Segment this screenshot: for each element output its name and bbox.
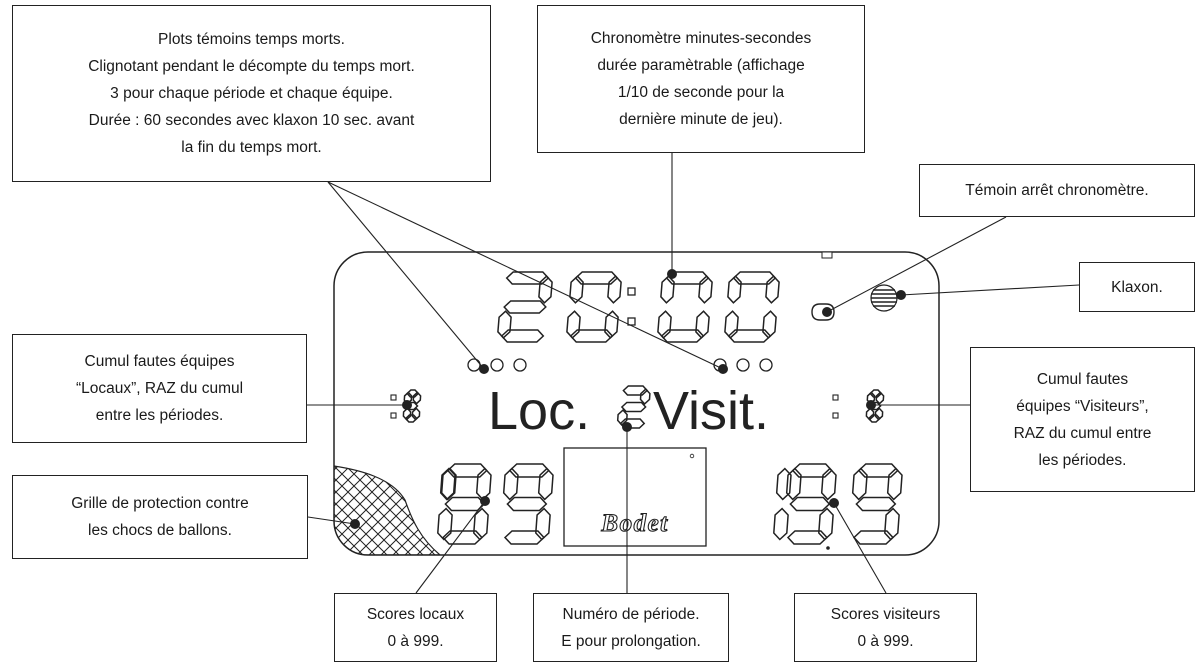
chrono-digit (566, 271, 622, 343)
callout-line: Plots témoins temps morts. (158, 31, 345, 48)
callout-line: Grille de protection contre (71, 495, 249, 512)
callout-line: Clignotant pendant le décompte du temps … (88, 58, 415, 75)
callout-line: durée paramètrable (affichage (597, 57, 805, 74)
callout-line: Cumul fautes (1036, 370, 1129, 388)
callout-line: Scores visiteurs (830, 605, 941, 623)
callout-stop: Témoin arrêt chronomètre. (919, 164, 1195, 217)
callout-line: Scores locaux (366, 605, 465, 623)
callout-timeouts: Plots témoins temps morts. Clignotant pe… (12, 5, 491, 182)
callout-line: entre les périodes. (95, 407, 224, 424)
callout-line: les périodes. (1038, 451, 1127, 469)
chrono-colon-dot (627, 287, 636, 296)
callout-line: “Locaux”, RAZ du cumul (75, 380, 244, 397)
away-score-digit (851, 463, 903, 545)
chrono-stop-indicator (811, 303, 835, 321)
callout-line: équipes “Visiteurs”, (1016, 397, 1149, 415)
logo-panel (563, 447, 707, 547)
horn-icon (870, 284, 898, 312)
callout-period: Numéro de période. E pour prolongation. (533, 593, 729, 662)
callout-score-away: Scores visiteurs 0 à 999. (794, 593, 977, 662)
callout-line: 0 à 999. (857, 632, 914, 650)
callout-line: 0 à 999. (387, 632, 444, 650)
callout-chrono: Chronomètre minutes-secondes durée param… (537, 5, 865, 153)
fouls-colon-dot (390, 412, 397, 419)
protection-grille (334, 465, 442, 555)
chrono-colon-dot (627, 317, 636, 326)
callout-grille: Grille de protection contre les chocs de… (12, 475, 308, 559)
top-mark (821, 251, 833, 259)
bodet-logo: Bodet (600, 510, 668, 537)
callout-line: Durée : 60 secondes avec klaxon 10 sec. … (88, 112, 415, 129)
callout-line: 3 pour chaque période et chaque équipe. (110, 85, 393, 102)
fouls-home-digit (402, 389, 422, 423)
callout-line: Cumul fautes équipes (84, 353, 235, 370)
chrono-digit (497, 271, 553, 343)
callout-horn: Klaxon. (1079, 262, 1195, 312)
callout-line: les chocs de ballons. (88, 522, 232, 539)
callout-line: Klaxon. (1111, 278, 1163, 296)
chrono-digit (724, 271, 780, 343)
callout-line: RAZ du cumul entre (1013, 424, 1152, 442)
callout-line: la fin du temps mort. (181, 139, 322, 156)
callout-score-home: Scores locaux 0 à 999. (334, 593, 497, 662)
scoreboard-frame (333, 251, 940, 556)
fouls-away-digit (865, 389, 885, 423)
home-score-digit (502, 463, 554, 545)
fouls-colon-dot (832, 412, 839, 419)
period-digit (616, 385, 651, 429)
callout-line: Témoin arrêt chronomètre. (965, 182, 1149, 199)
chrono-digit (657, 271, 713, 343)
callout-fouls-away: Cumul fautes équipes “Visiteurs”, RAZ du… (970, 347, 1195, 492)
away-score-digit (785, 463, 837, 545)
leader-dots (350, 269, 906, 529)
fouls-colon-dot (832, 394, 839, 401)
away-score-digit (773, 467, 792, 541)
callout-line: E pour prolongation. (561, 632, 701, 650)
home-team-label: Loc. (488, 381, 590, 441)
callout-line: dernière minute de jeu). (619, 111, 783, 128)
callout-line: Chronomètre minutes-secondes (590, 30, 812, 47)
callout-line: Numéro de période. (562, 605, 700, 623)
leader-lines (307, 153, 1080, 594)
away-team-label: Visit. (653, 381, 769, 441)
callout-line: 1/10 de seconde pour la (617, 84, 785, 101)
callout-fouls-home: Cumul fautes équipes “Locaux”, RAZ du cu… (12, 334, 307, 443)
fouls-colon-dot (390, 394, 397, 401)
